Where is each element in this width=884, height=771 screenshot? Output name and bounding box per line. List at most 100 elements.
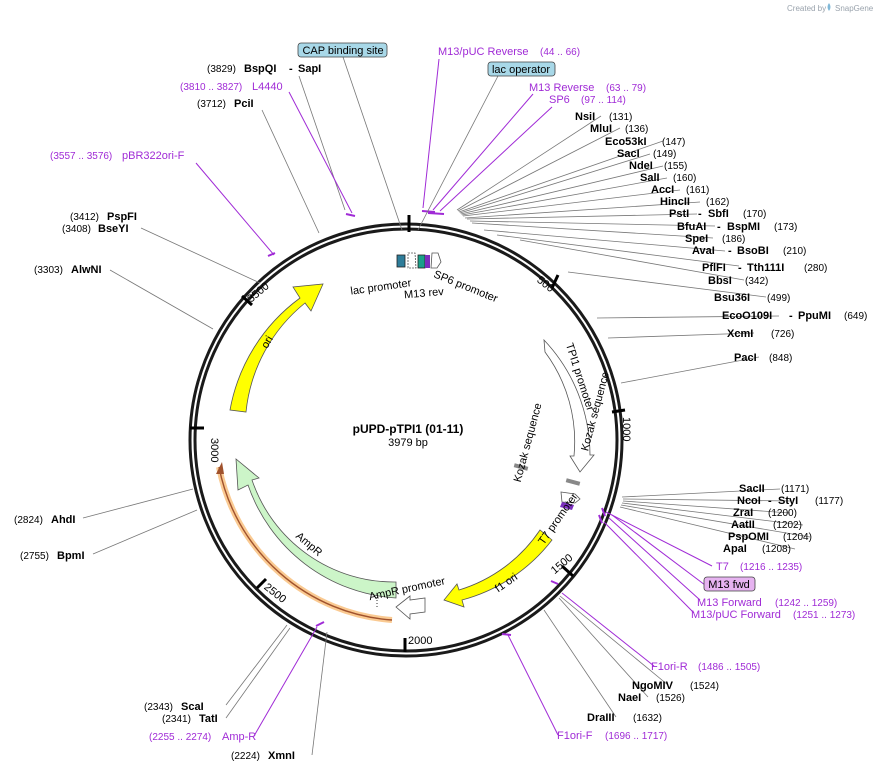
svg-text:AlwNI: AlwNI — [71, 264, 102, 276]
svg-text:SacI: SacI — [617, 148, 640, 160]
enzyme-ahdi[interactable]: (2824) AhdI — [14, 514, 75, 526]
enzyme-bbsi[interactable]: BbsI (342) — [708, 275, 768, 287]
primer-m13-puc-reverse[interactable]: M13/pUC Reverse (44 .. 66) — [438, 46, 580, 58]
lac-promoter-label: lac promoter — [350, 277, 413, 297]
primer-f1ori-f[interactable]: F1ori-F (1696 .. 1717) — [557, 730, 667, 742]
primer-l4440[interactable]: (3810 .. 3827) L4440 — [180, 81, 283, 93]
primer-m13-puc-forward[interactable]: M13/pUC Forward (1251 .. 1273) — [691, 609, 855, 621]
enzyme-bpmi[interactable]: (2755) BpmI — [20, 550, 85, 562]
svg-text:SalI: SalI — [640, 172, 660, 184]
enzyme-nsii[interactable]: NsiI (131) — [575, 111, 632, 123]
primer-pbr322ori-f[interactable]: (3557 .. 3576) pBR322ori-F — [50, 150, 185, 162]
svg-text:(1696 .. 1717): (1696 .. 1717) — [605, 731, 667, 742]
svg-text:PspOMI: PspOMI — [728, 531, 769, 543]
enzyme-psti-sbfi[interactable]: PstI - SbfI (170) — [669, 208, 766, 220]
svg-text:(1526): (1526) — [656, 693, 685, 704]
top-small-features[interactable] — [396, 252, 442, 269]
svg-text:(3712): (3712) — [197, 99, 226, 110]
plasmid-name: pUPD-pTPI1 (01-11) — [353, 422, 464, 436]
enzyme-paci[interactable]: PacI (848) — [734, 352, 792, 364]
svg-text:(499): (499) — [767, 293, 790, 304]
enzyme-spei[interactable]: SpeI (186) — [685, 233, 745, 245]
svg-text:BpmI: BpmI — [57, 550, 85, 562]
svg-text:PpuMI: PpuMI — [798, 310, 831, 322]
enzyme-pflfi-tth111i[interactable]: PflFI - Tth111I (280) — [702, 262, 827, 274]
enzyme-apai[interactable]: ApaI (1208) — [723, 543, 791, 555]
ampr-highlight-track — [216, 462, 393, 623]
primer-sp6[interactable]: SP6 (97 .. 114) — [549, 94, 626, 106]
svg-text:(2224): (2224) — [231, 751, 260, 762]
svg-text:(136): (136) — [625, 124, 648, 135]
enzyme-saci[interactable]: SacI (149) — [617, 148, 676, 160]
enzyme-tati[interactable]: (2341) TatI — [162, 713, 218, 725]
svg-text:(2255 .. 2274): (2255 .. 2274) — [149, 732, 211, 743]
svg-text:F1ori-F: F1ori-F — [557, 730, 593, 742]
primer-f1ori-r[interactable]: F1ori-R (1486 .. 1505) — [651, 661, 760, 673]
t7-promoter-label: T7 promoter — [536, 491, 580, 547]
svg-text:(3829): (3829) — [207, 64, 236, 75]
enzyme-bfuai-bspmi[interactable]: BfuAI - BspMI (173) — [677, 221, 797, 233]
enzyme-mlui[interactable]: MluI (136) — [590, 123, 648, 135]
svg-text:BbsI: BbsI — [708, 275, 732, 287]
m13-fwd-label[interactable]: M13 fwd — [703, 576, 756, 592]
ori-feature[interactable]: ori — [229, 283, 324, 413]
enzyme-sacii[interactable]: SacII (1171) — [739, 483, 809, 495]
svg-text:ZraI: ZraI — [733, 507, 753, 519]
enzyme-pspfi[interactable]: (3412) PspFI — [70, 211, 137, 223]
svg-text:PacI: PacI — [734, 352, 757, 364]
cap-binding-site-label[interactable]: CAP binding site — [297, 42, 388, 58]
enzyme-alwni[interactable]: (3303) AlwNI — [34, 264, 102, 276]
t7-promoter-feature[interactable]: T7 promoter — [536, 491, 580, 547]
svg-text:-: - — [768, 495, 772, 507]
f1-ori-feature[interactable]: f1 ori — [443, 529, 553, 608]
svg-text:CAP binding site: CAP binding site — [302, 45, 383, 57]
svg-text:PspFI: PspFI — [107, 211, 137, 223]
primer-t7[interactable]: T7 (1216 .. 1235) — [716, 561, 802, 573]
enzyme-scai[interactable]: (2343) ScaI — [144, 701, 204, 713]
enzyme-pspomi[interactable]: PspOMI (1204) — [728, 531, 812, 543]
svg-text:(1242 .. 1259): (1242 .. 1259) — [775, 598, 837, 609]
enzyme-pcii[interactable]: (3712) PciI — [197, 98, 254, 110]
sp6-promoter-box — [430, 252, 442, 269]
enzyme-xmni[interactable]: (2224) XmnI — [231, 750, 295, 762]
enzyme-zrai[interactable]: ZraI (1200) — [733, 507, 797, 519]
enzyme-hincii[interactable]: HincII (162) — [660, 196, 729, 208]
primer-amp-r[interactable]: (2255 .. 2274) Amp-R — [149, 731, 256, 743]
enzyme-ecoo109i-ppumi[interactable]: EcoO109I - PpuMI (649) — [722, 310, 867, 322]
svg-text:(2343): (2343) — [144, 702, 173, 713]
tick-label-500: 500 — [534, 274, 556, 295]
enzyme-ndei[interactable]: NdeI (155) — [629, 160, 687, 172]
enzyme-avai-bsobi[interactable]: AvaI - BsoBI (210) — [692, 245, 806, 257]
svg-text:Bsu36I: Bsu36I — [714, 292, 750, 304]
backbone-outer — [188, 222, 624, 658]
primer-m13-reverse[interactable]: M13 Reverse (63 .. 79) — [529, 82, 646, 94]
svg-text:M13/pUC Forward: M13/pUC Forward — [691, 609, 781, 621]
svg-text:BsoBI: BsoBI — [737, 245, 769, 257]
enzyme-bsu36i[interactable]: Bsu36I (499) — [714, 292, 790, 304]
enzyme-bspqi-sapi[interactable]: (3829) BspQI - SapI — [207, 63, 321, 75]
enzyme-eco53ki[interactable]: Eco53kI (147) — [605, 136, 685, 148]
svg-text:Amp-R: Amp-R — [222, 731, 256, 743]
enzyme-draiii[interactable]: DraIII (1632) — [587, 712, 662, 724]
enzyme-naei[interactable]: NaeI (1526) — [618, 692, 685, 704]
svg-text:-: - — [289, 63, 293, 75]
created-by-text: Created by — [787, 4, 826, 13]
enzyme-ngomiv[interactable]: NgoMIV (1524) — [632, 680, 719, 692]
lac-operator-label[interactable]: lac operator — [487, 61, 556, 77]
plasmid-size: 3979 bp — [388, 437, 428, 449]
svg-text:NcoI: NcoI — [737, 495, 761, 507]
svg-text:XcmI: XcmI — [727, 328, 753, 340]
enzyme-aatii[interactable]: AatII (1202) — [731, 519, 802, 531]
enzyme-acci[interactable]: AccI (161) — [651, 184, 709, 196]
svg-text:ApaI: ApaI — [723, 543, 747, 555]
enzyme-ncoi-styi[interactable]: NcoI - StyI (1177) — [737, 495, 843, 507]
primer-m13-forward[interactable]: M13 Forward (1242 .. 1259) — [697, 597, 837, 609]
svg-text:(726): (726) — [771, 329, 794, 340]
svg-text:(1251 .. 1273): (1251 .. 1273) — [793, 610, 855, 621]
enzyme-bseyi[interactable]: (3408) BseYI — [62, 223, 129, 235]
svg-text:StyI: StyI — [778, 495, 798, 507]
enzyme-xcmi[interactable]: XcmI (726) — [727, 328, 794, 340]
enzyme-sali[interactable]: SalI (160) — [640, 172, 696, 184]
svg-text:-: - — [698, 208, 702, 220]
svg-text:(1177): (1177) — [815, 496, 843, 507]
